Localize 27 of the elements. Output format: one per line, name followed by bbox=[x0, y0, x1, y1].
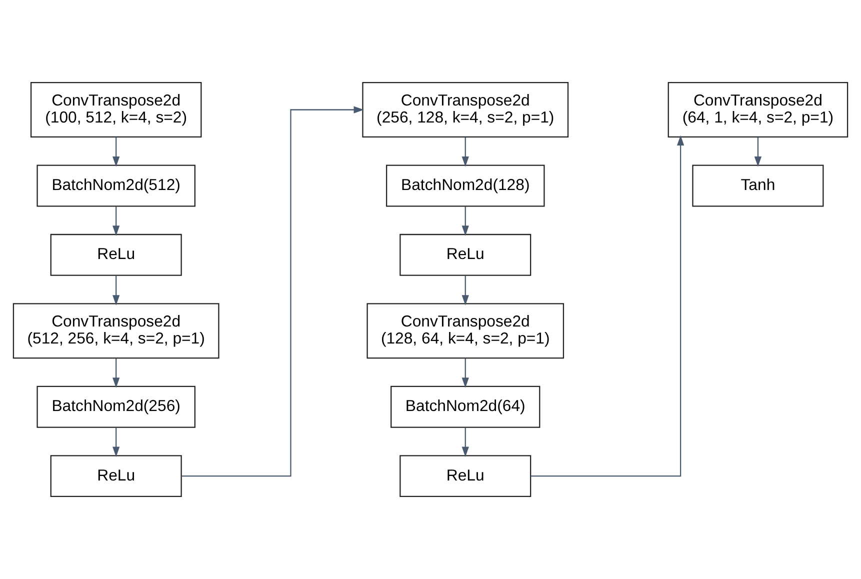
arrow bbox=[112, 137, 120, 167]
node-box: BatchNom2d(128) bbox=[386, 164, 545, 207]
node-box: ConvTranspose2d (512, 256, k=4, s=2, p=1) bbox=[12, 303, 220, 359]
node-box: BatchNom2d(64) bbox=[390, 386, 540, 428]
arrow bbox=[112, 358, 120, 388]
arrow bbox=[462, 358, 469, 388]
arrow bbox=[754, 137, 762, 167]
arrow bbox=[112, 206, 120, 236]
node-box: ReLu bbox=[50, 455, 182, 498]
arrow bbox=[462, 206, 469, 236]
node-box: ReLu bbox=[400, 455, 532, 498]
node-box: ConvTranspose2d (100, 512, k=4, s=2) bbox=[30, 82, 202, 138]
node-box: ConvTranspose2d (128, 64, k=4, s=2, p=1) bbox=[366, 303, 564, 359]
arrow bbox=[530, 135, 684, 477]
node-box: ReLu bbox=[50, 234, 182, 276]
node-box: BatchNom2d(256) bbox=[36, 386, 196, 428]
arrow bbox=[182, 106, 364, 477]
node-box: ConvTranspose2d (64, 1, k=4, s=2, p=1) bbox=[668, 82, 848, 138]
arrow bbox=[112, 276, 120, 306]
arrow bbox=[112, 428, 120, 458]
node-box: BatchNom2d(512) bbox=[36, 164, 196, 207]
arrow bbox=[462, 137, 469, 167]
node-box: ReLu bbox=[400, 234, 532, 276]
arrow bbox=[462, 428, 469, 458]
node-box: ConvTranspose2d (256, 128, k=4, s=2, p=1) bbox=[362, 82, 569, 138]
node-box: Tanh bbox=[692, 164, 824, 207]
arrow bbox=[462, 276, 469, 306]
